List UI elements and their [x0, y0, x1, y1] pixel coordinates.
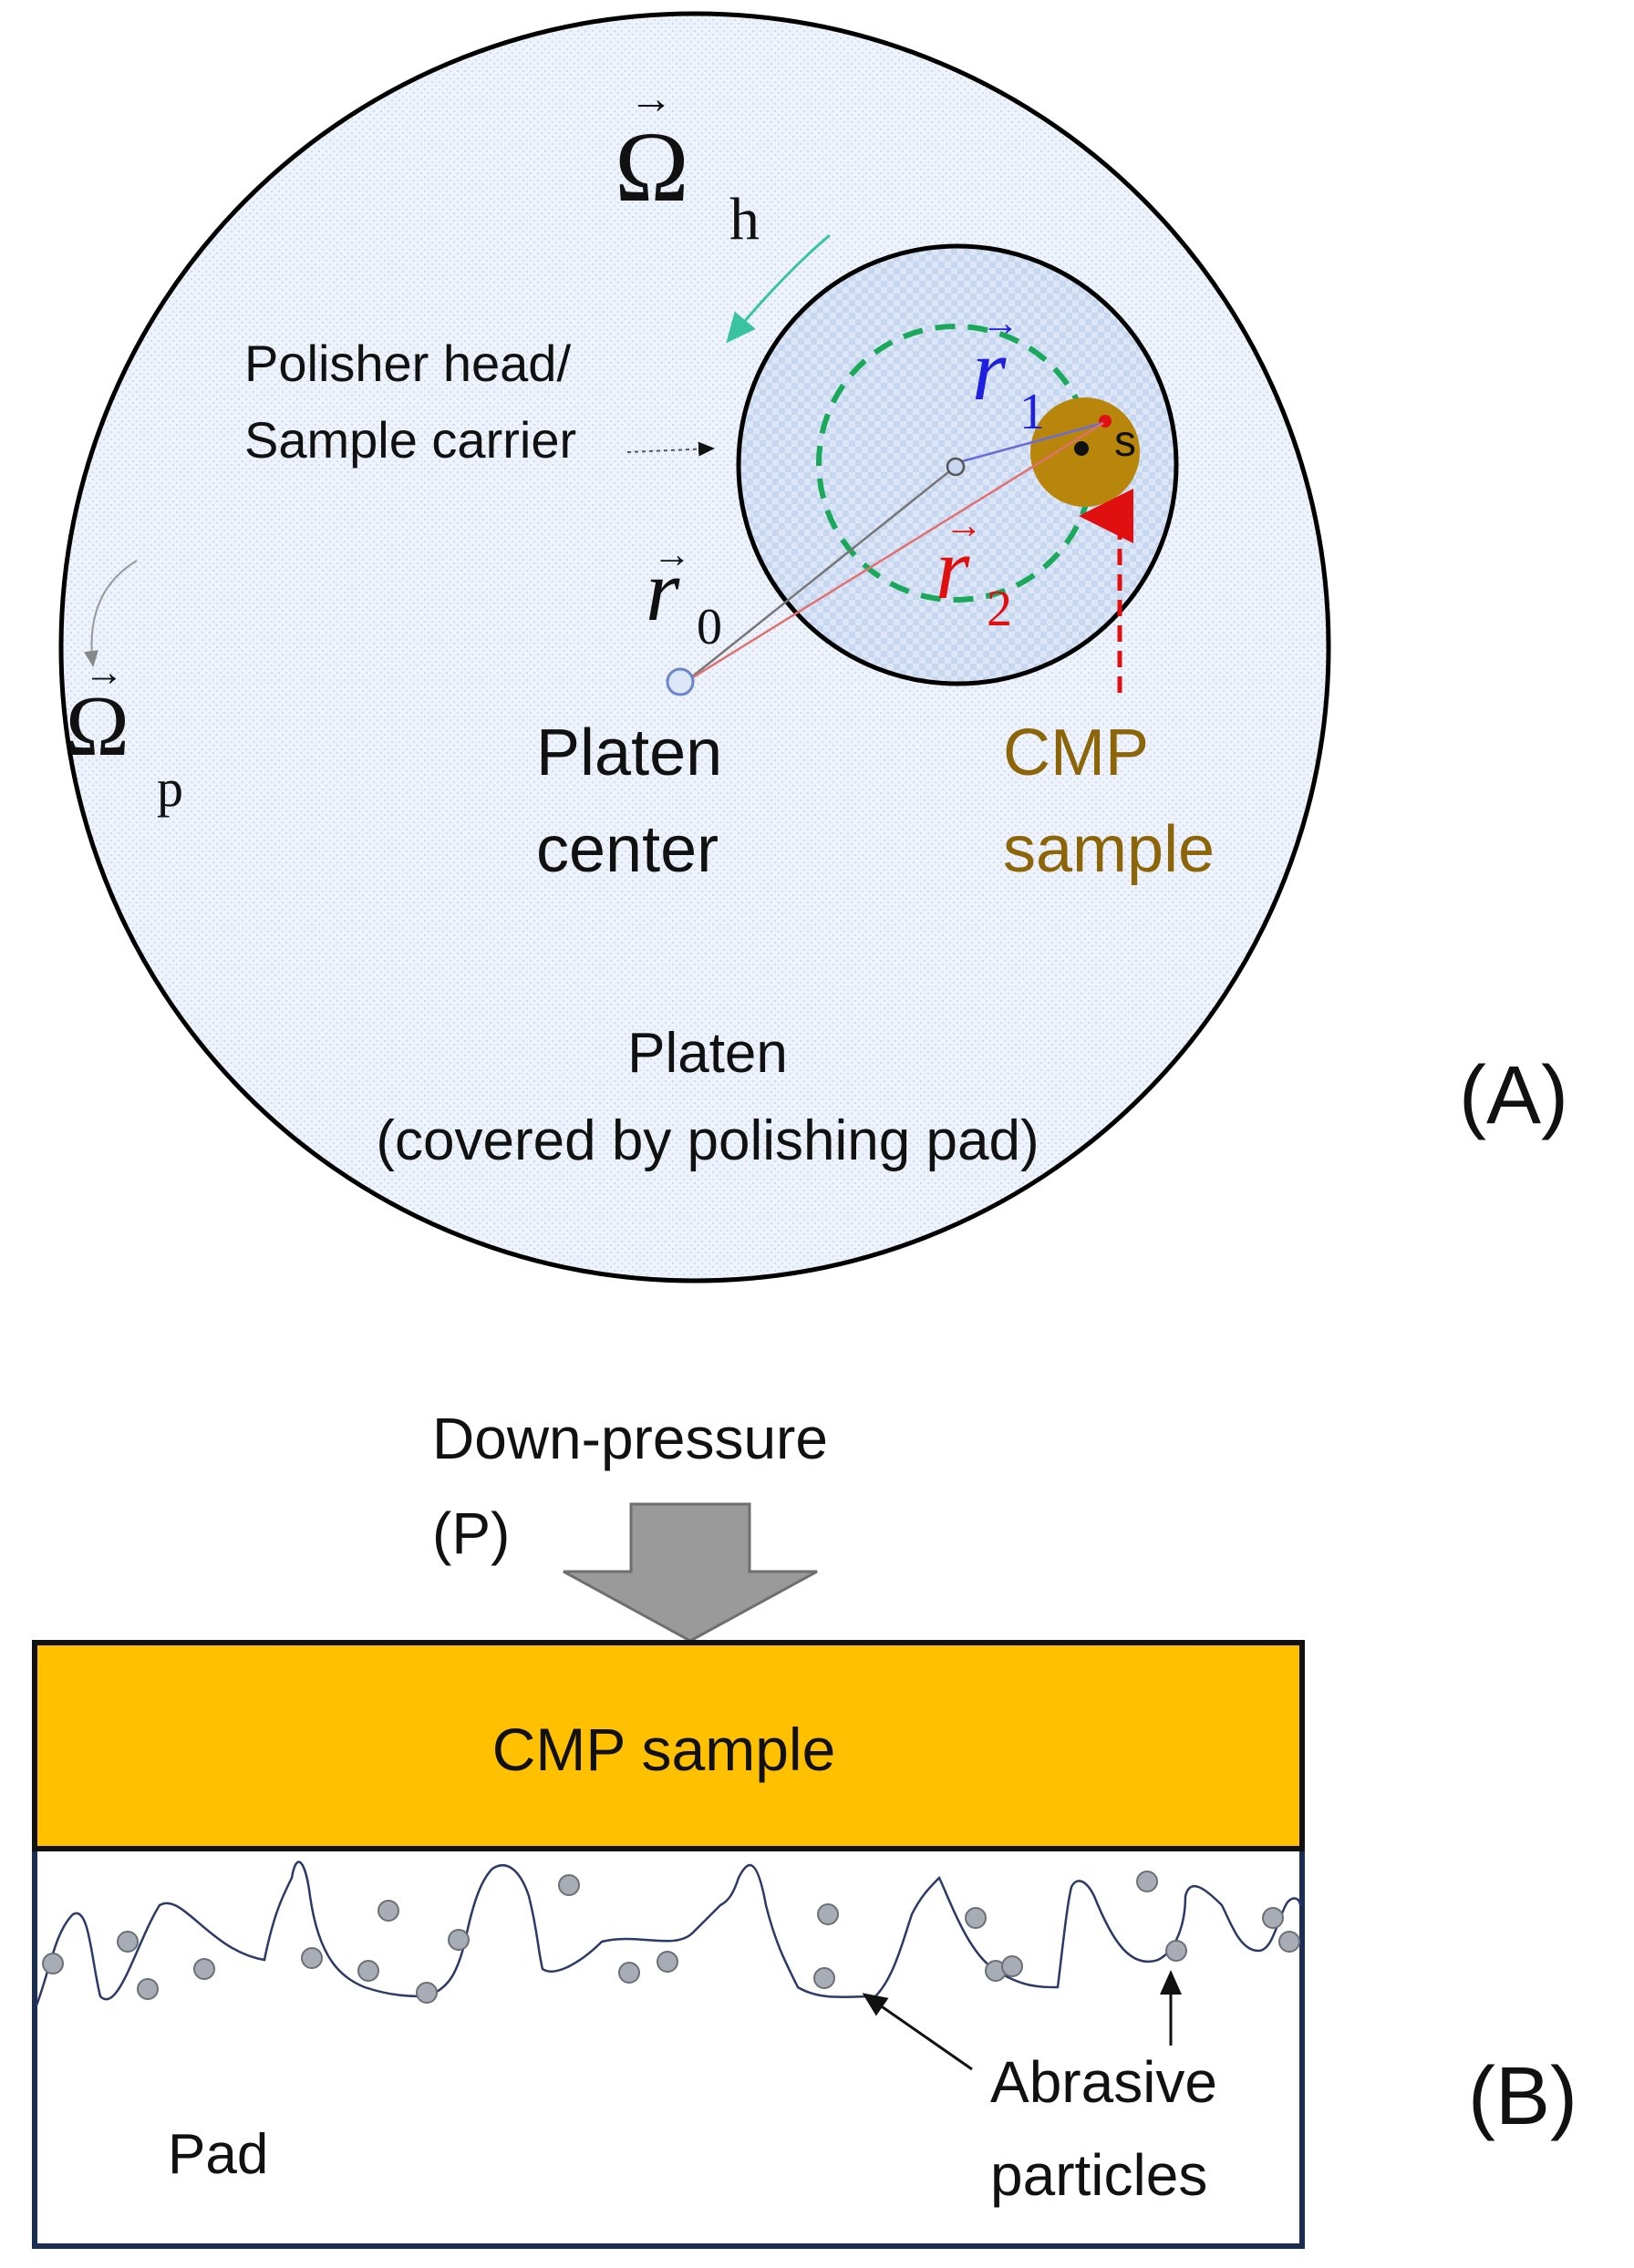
omega-p-arrow-icon	[84, 560, 138, 667]
down-pressure-arrow-icon	[563, 1502, 818, 1643]
r0-subscript: 0	[697, 599, 722, 655]
abrasive-label-line1: Abrasive	[990, 2049, 1217, 2115]
omega-p-arrow-mark: →	[84, 650, 124, 695]
cmp-sample-label-line1: CMP	[1003, 716, 1149, 789]
abrasive-particle	[1165, 1940, 1187, 1962]
abrasive-particle	[657, 1951, 678, 1973]
platen-circle	[58, 11, 1331, 1283]
polisher-head-label-line1: Polisher head/	[244, 335, 571, 392]
r1-symbol: r	[972, 321, 1007, 418]
cmp-sample-bar-label: CMP sample	[492, 1716, 836, 1783]
r0-vector-line	[685, 468, 954, 683]
abrasive-particles	[42, 1871, 1300, 2004]
pad-surface-curve	[35, 1861, 1302, 2006]
abrasive-particle	[301, 1947, 323, 1969]
abrasive-particle	[357, 1960, 379, 1982]
abrasive-particle	[1278, 1931, 1300, 1953]
abrasive-particle	[117, 1931, 139, 1953]
platen-label-line2: (covered by polishing pad)	[376, 1109, 1039, 1172]
pressure-symbol-label: (P)	[432, 1500, 510, 1566]
point-s-label: s	[1114, 418, 1136, 466]
abrasive-particle	[965, 1907, 987, 1929]
panel-b: Down-pressure (P)	[32, 1406, 1577, 2249]
r0-arrow-mark: →	[653, 534, 691, 576]
polisher-head-label-line2: Sample carrier	[244, 411, 576, 469]
abrasive-particle	[1136, 1871, 1158, 1892]
abrasive-particle	[817, 1903, 839, 1925]
abrasive-pointer-arrow-1	[862, 1993, 973, 2071]
r1-subscript: 1	[1019, 384, 1045, 440]
abrasive-particle	[1262, 1907, 1284, 1929]
omega-p-subscript: p	[157, 758, 183, 818]
r1-arrow-mark: →	[981, 303, 1019, 345]
r2-arrow-mark: →	[945, 505, 983, 547]
abrasive-particle	[416, 1982, 438, 2004]
abrasive-particle	[42, 1953, 64, 1974]
sample-center-dot	[1074, 441, 1089, 456]
r0-symbol: r	[646, 541, 680, 639]
platen-center-dot	[666, 667, 695, 696]
abrasive-particle	[137, 1978, 159, 2000]
abrasive-particle	[448, 1929, 470, 1951]
omega-h-subscript: h	[729, 186, 760, 253]
platen-center-label-line2: center	[536, 813, 719, 886]
abrasive-particle	[558, 1874, 580, 1896]
head-center-dot	[946, 457, 966, 477]
pad-box	[32, 1839, 1305, 2249]
panel-b-label: (B)	[1468, 2051, 1577, 2142]
r2-subscript: 2	[987, 581, 1012, 637]
platen-label-line1: Platen	[627, 1022, 788, 1085]
abrasive-particle	[377, 1900, 399, 1922]
pad-label: Pad	[168, 2123, 268, 2186]
r1-vector-line	[955, 421, 1104, 465]
r2-vector-line	[685, 421, 1104, 684]
cmp-sample-bar	[32, 1640, 1305, 1851]
cmp-sample-label-line2: sample	[1003, 813, 1215, 886]
omega-p-symbol: Ω	[66, 679, 129, 774]
r2-symbol: r	[936, 520, 970, 617]
omega-h-arrow-mark: →	[629, 75, 673, 123]
down-pressure-label: Down-pressure	[432, 1406, 828, 1471]
abrasive-label-line2: particles	[990, 2142, 1207, 2208]
abrasive-particle	[813, 1967, 835, 1989]
panel-a-label: (A)	[1459, 1050, 1568, 1141]
omega-h-symbol: Ω	[615, 111, 689, 222]
abrasive-particle	[193, 1958, 215, 1980]
platen-center-label-line1: Platen	[536, 716, 722, 789]
omega-h-arrow-icon	[726, 233, 831, 344]
abrasive-particle	[618, 1962, 640, 1984]
abrasive-particle	[1001, 1955, 1023, 1977]
panel-a: → Ω h → Ω p Polisher head/ Sample carrie…	[58, 11, 1568, 1283]
